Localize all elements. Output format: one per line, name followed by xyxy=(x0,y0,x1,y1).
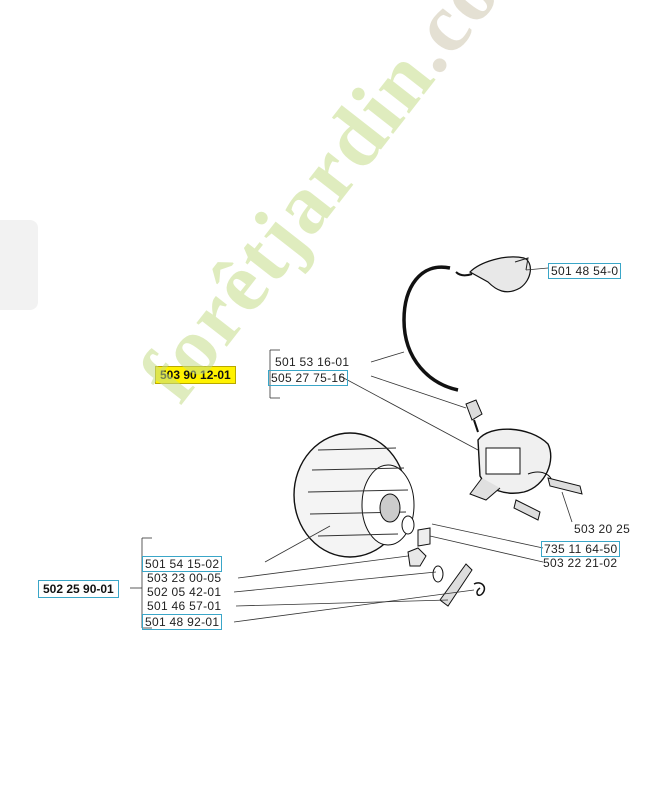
part-number-spacer[interactable]: 503 22 21-02 xyxy=(543,556,618,570)
part-number-flywheel[interactable]: 501 54 15-02 xyxy=(142,556,223,572)
screw-icon xyxy=(513,477,583,521)
starter-pawl-icon xyxy=(439,563,473,607)
ht-lead-icon xyxy=(402,265,459,392)
part-number-lead-adapter[interactable]: 505 27 75-16 xyxy=(268,370,349,386)
part-number-screw[interactable]: 503 20 25 xyxy=(574,522,631,536)
washer-icon xyxy=(401,515,415,535)
part-number-starter-pawl[interactable]: 501 46 57-01 xyxy=(147,599,222,613)
nut-icon xyxy=(407,547,427,567)
part-number-spring[interactable]: 501 48 92-01 xyxy=(142,614,223,630)
ignition-module-icon xyxy=(469,428,553,501)
part-number-ht-lead[interactable]: 501 53 16-01 xyxy=(275,355,350,369)
part-number-spark-plug-cap[interactable]: 501 48 54-0 xyxy=(548,263,622,279)
page-edge-tab xyxy=(0,220,38,310)
flywheel-icon xyxy=(293,432,415,558)
spark-plug-cap-icon xyxy=(455,256,531,293)
lead-adapter-icon xyxy=(465,399,483,433)
part-number-small-washer[interactable]: 502 05 42-01 xyxy=(147,585,222,599)
spacer-icon xyxy=(417,527,431,547)
part-number-nut[interactable]: 503 23 00-05 xyxy=(147,571,222,585)
small-washer-icon xyxy=(432,565,444,583)
flywheel-assembly-number[interactable]: 502 25 90-01 xyxy=(38,580,119,598)
ignition-assembly-number[interactable]: 503 90 12-01 xyxy=(155,366,236,384)
spring-icon xyxy=(473,582,486,597)
part-number-washer[interactable]: 735 11 64-50 xyxy=(541,541,621,557)
